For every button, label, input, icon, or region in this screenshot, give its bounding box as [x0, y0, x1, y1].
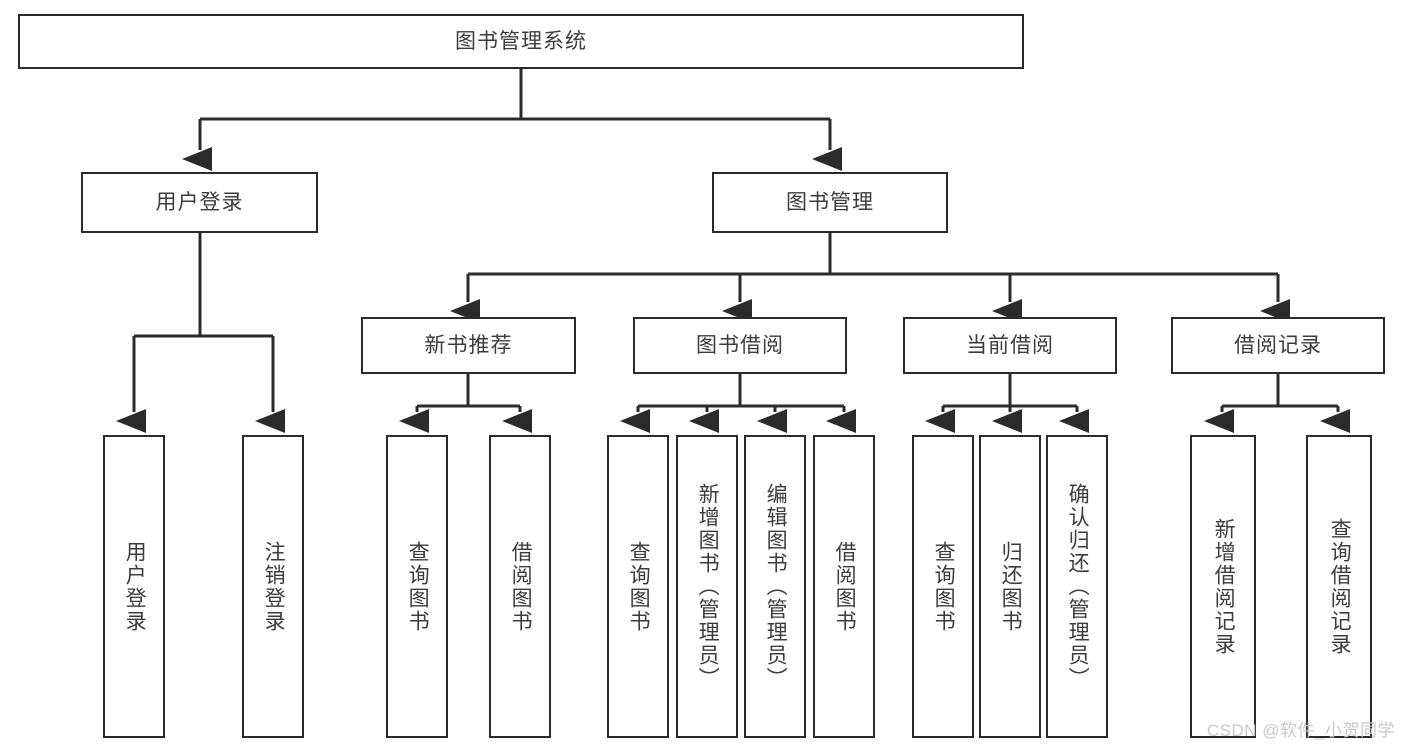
- node-label: 归还图书: [999, 540, 1023, 633]
- node-label: 借阅图书: [833, 540, 857, 633]
- leaf-borrow-query-book[interactable]: 查询图书: [607, 435, 669, 738]
- node-label: 查询图书: [406, 540, 430, 633]
- node-book-management[interactable]: 图书管理: [712, 172, 948, 233]
- node-new-book-recommend[interactable]: 新书推荐: [361, 317, 576, 374]
- node-current-borrow[interactable]: 当前借阅: [903, 317, 1117, 374]
- node-label: 注销登录: [262, 540, 286, 633]
- node-label: 借阅记录: [1234, 333, 1322, 357]
- leaf-recommend-query-book[interactable]: 查询图书: [386, 435, 448, 738]
- leaf-user-login-logout[interactable]: 注销登录: [242, 435, 304, 738]
- node-label: 用户登录: [123, 540, 147, 633]
- node-label: 查询借阅记录: [1328, 517, 1352, 656]
- node-label: 查询图书: [932, 540, 956, 633]
- watermark-text: CSDN @软件_小贺同学: [1206, 721, 1395, 740]
- node-user-login[interactable]: 用户登录: [81, 172, 318, 233]
- node-label: 当前借阅: [966, 333, 1054, 357]
- node-book-borrow[interactable]: 图书借阅: [633, 317, 847, 374]
- leaf-record-query-borrow-record[interactable]: 查询借阅记录: [1306, 435, 1372, 738]
- leaf-current-confirm-return-admin[interactable]: 确认归还（管理员）: [1046, 435, 1108, 738]
- node-label: 新增借阅记录: [1212, 517, 1236, 656]
- node-label: 新增图书（管理员）: [696, 483, 720, 690]
- node-label: 编辑图书（管理员）: [764, 483, 788, 690]
- leaf-record-add-borrow-record[interactable]: 新增借阅记录: [1190, 435, 1256, 738]
- node-borrow-record[interactable]: 借阅记录: [1171, 317, 1385, 374]
- leaf-recommend-borrow-book[interactable]: 借阅图书: [489, 435, 551, 738]
- leaf-current-query-book[interactable]: 查询图书: [912, 435, 974, 738]
- node-label: 查询图书: [627, 540, 651, 633]
- node-label: 确认归还（管理员）: [1066, 483, 1090, 690]
- leaf-borrow-borrow-book[interactable]: 借阅图书: [813, 435, 875, 738]
- leaf-current-return-book[interactable]: 归还图书: [979, 435, 1041, 738]
- node-label: 图书借阅: [696, 333, 784, 357]
- node-label: 图书管理: [786, 190, 874, 214]
- node-label: 图书管理系统: [455, 29, 587, 53]
- leaf-borrow-edit-book-admin[interactable]: 编辑图书（管理员）: [744, 435, 806, 738]
- node-label: 用户登录: [155, 190, 244, 214]
- leaf-user-login-login[interactable]: 用户登录: [103, 435, 165, 738]
- leaf-borrow-add-book-admin[interactable]: 新增图书（管理员）: [676, 435, 738, 738]
- node-label: 借阅图书: [509, 540, 533, 633]
- node-label: 新书推荐: [424, 333, 513, 357]
- node-root-book-management-system[interactable]: 图书管理系统: [18, 14, 1024, 69]
